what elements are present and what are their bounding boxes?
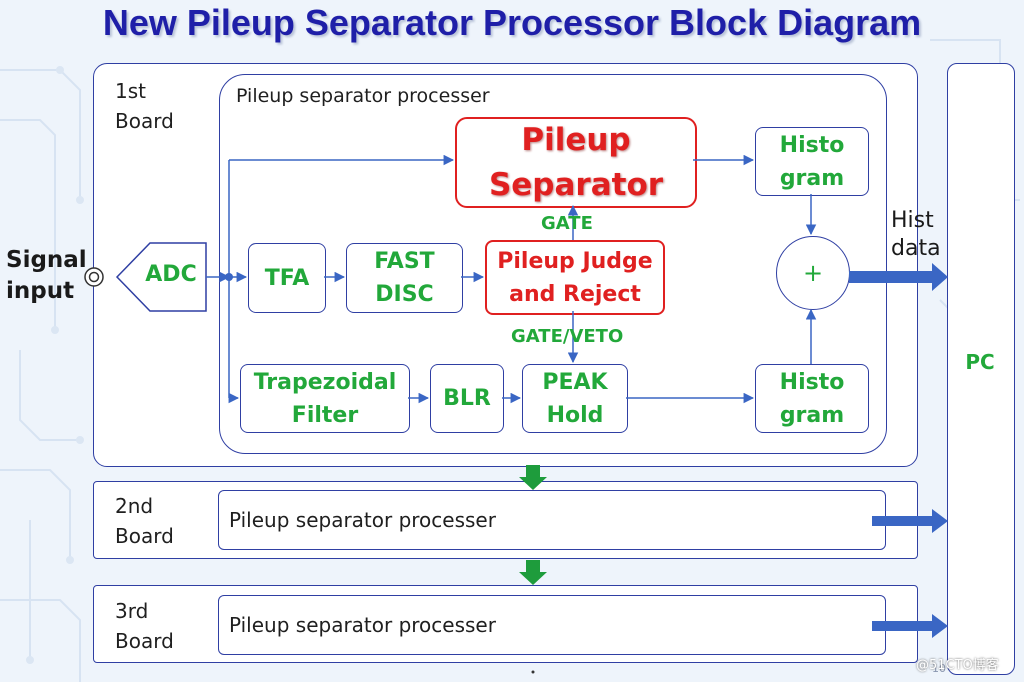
- board-1-processor-label: Pileup separator processer: [236, 85, 490, 107]
- gate-signal-label: GATE: [541, 213, 593, 234]
- board-2-processor-label: Pileup separator processer: [229, 508, 496, 532]
- pileup-judge-label: Pileup Judge and Reject: [497, 248, 653, 307]
- watermark: @51CTO博客: [916, 658, 999, 673]
- fast-disc-label: FAST DISC: [374, 249, 435, 307]
- page-title: New Pileup Separator Processor Block Dia…: [102, 2, 922, 43]
- histogram-top-label: Histo gram: [779, 132, 845, 191]
- trapezoidal-filter-label: Trapezoidal Filter: [253, 369, 397, 428]
- hist-data-label: Hist data: [891, 208, 941, 261]
- board-3-processor-label: Pileup separator processer: [229, 613, 496, 637]
- adc-label: ADC: [145, 262, 197, 287]
- blr-label: BLR: [443, 386, 491, 411]
- pc-label: PC: [965, 350, 995, 374]
- pileup-separator-block: Pileup Separator: [455, 117, 697, 208]
- tfa-block: TFA: [248, 243, 326, 313]
- pc-panel: [947, 63, 1015, 675]
- board-2-processor: [218, 490, 886, 550]
- pileup-judge-block: Pileup Judge and Reject: [485, 240, 665, 315]
- fast-disc-block: FAST DISC: [346, 243, 463, 313]
- histogram-top-block: Histo gram: [755, 127, 869, 196]
- trapezoidal-filter-block: Trapezoidal Filter: [240, 364, 410, 433]
- board-3-processor: [218, 595, 886, 655]
- board-3-label: 3rd Board: [115, 599, 174, 653]
- tfa-label: TFA: [264, 265, 310, 291]
- peak-hold-label: PEAK Hold: [542, 369, 608, 428]
- sum-symbol: +: [802, 259, 824, 287]
- pileup-separator-label: Pileup Separator: [488, 121, 664, 203]
- page-number: 10: [932, 662, 946, 675]
- histogram-bottom-label: Histo gram: [779, 369, 845, 428]
- board-1-label: 1st Board: [115, 79, 174, 133]
- gate-veto-signal-label: GATE/VETO: [511, 326, 624, 347]
- signal-input-label: Signal input: [6, 247, 87, 305]
- histogram-bottom-block: Histo gram: [755, 364, 869, 433]
- board-2-label: 2nd Board: [115, 494, 174, 548]
- blr-block: BLR: [430, 364, 504, 433]
- sum-node: +: [776, 236, 850, 310]
- peak-hold-block: PEAK Hold: [522, 364, 628, 433]
